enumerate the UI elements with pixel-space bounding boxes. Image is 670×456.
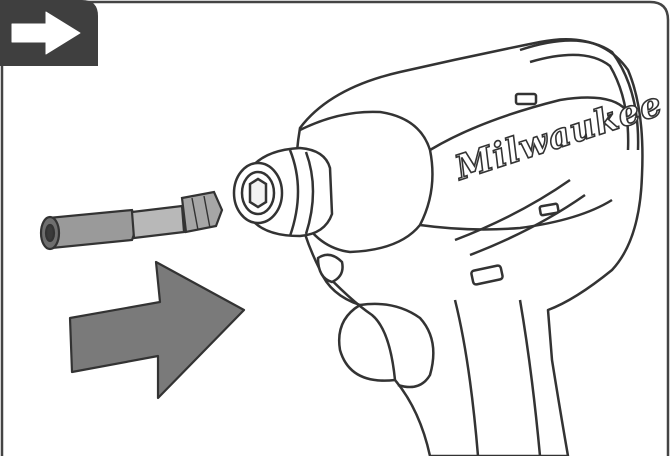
right-arrow-icon bbox=[11, 11, 81, 55]
insert-direction-arrow-icon bbox=[68, 260, 246, 400]
hex-chuck bbox=[232, 146, 334, 238]
impact-driver-body bbox=[294, 38, 644, 456]
step-badge bbox=[0, 0, 98, 66]
driver-bit bbox=[39, 190, 224, 251]
